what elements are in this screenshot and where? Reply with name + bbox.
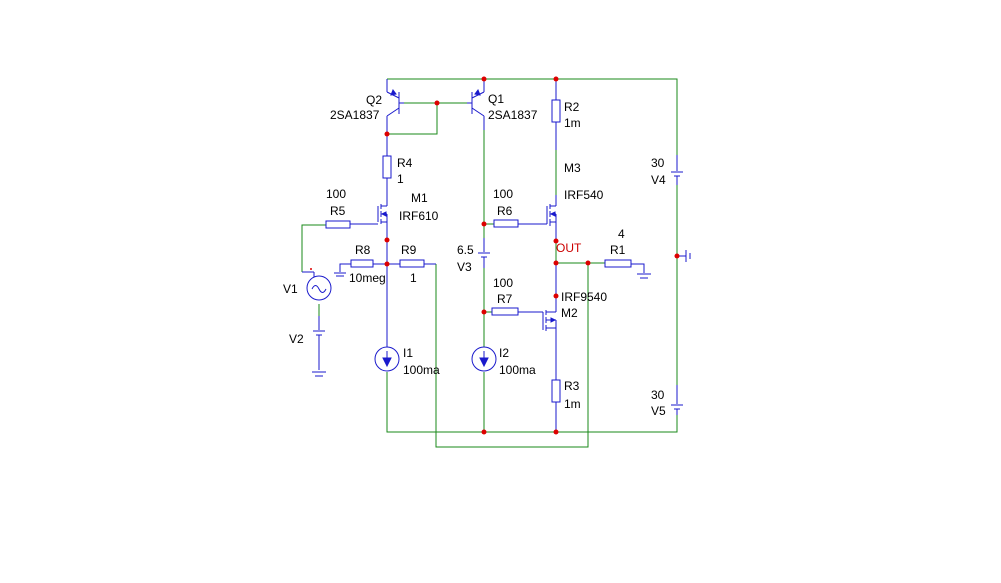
label-r4-ref: R4	[397, 156, 413, 170]
resistor-r9	[386, 240, 436, 347]
resistor-r6	[493, 219, 547, 228]
transistor-q1	[467, 79, 485, 130]
label-v3-ref: V3	[457, 260, 472, 274]
label-r3-ref: R3	[564, 379, 580, 393]
label-i2-ref: I2	[499, 346, 509, 360]
mosfet-m1	[350, 204, 388, 240]
label-v4-ref: V4	[651, 173, 666, 187]
label-m3-model: IRF540	[564, 188, 604, 202]
resistor-r4	[382, 155, 392, 179]
resistor-r1	[604, 259, 651, 279]
resistor-r7	[491, 307, 543, 316]
mosfet-m2	[542, 263, 557, 380]
label-v3-value: 6.5	[457, 243, 474, 257]
label-r2-ref: R2	[564, 100, 580, 114]
label-r7-value: 100	[493, 276, 513, 290]
label-v5-value: 30	[651, 388, 665, 402]
label-r1-value: 4	[618, 227, 625, 241]
source-v2	[312, 316, 326, 377]
net-label-out: OUT	[556, 241, 582, 255]
source-v5	[671, 385, 683, 415]
label-i1-value: 100ma	[403, 363, 440, 377]
label-m3-ref: M3	[564, 161, 581, 175]
label-r9-value: 1	[410, 271, 417, 285]
label-r3-value: 1m	[564, 397, 581, 411]
current-source-i1	[374, 346, 400, 372]
label-v1-ref: V1	[283, 282, 298, 296]
resistor-r5	[325, 220, 351, 229]
source-v3	[478, 238, 490, 268]
label-r7-ref: R7	[497, 292, 513, 306]
label-q2-ref: Q2	[366, 93, 382, 107]
current-source-i2	[471, 346, 497, 372]
label-m2-ref: M2	[561, 306, 578, 320]
label-i2-value: 100ma	[499, 363, 536, 377]
label-r6-ref: R6	[497, 204, 513, 218]
resistor-r2	[551, 79, 561, 150]
label-i1-ref: I1	[403, 346, 413, 360]
label-q2-model: 2SA1837	[330, 108, 380, 122]
label-v5-ref: V5	[651, 404, 666, 418]
label-r1-ref: R1	[610, 243, 626, 257]
source-v1	[302, 268, 332, 301]
label-v2-ref: V2	[289, 332, 304, 346]
label-r5-ref: R5	[330, 204, 346, 218]
label-m2-model: IRF9540	[561, 290, 607, 304]
junction-nodes	[384, 76, 680, 435]
label-q1-model: 2SA1837	[488, 108, 538, 122]
resistor-r3	[551, 379, 561, 432]
label-r9-ref: R9	[401, 243, 417, 257]
label-r8-value: 10meg	[349, 271, 386, 285]
label-r2-value: 1m	[564, 116, 581, 130]
label-r6-value: 100	[493, 187, 513, 201]
mosfet-m3	[546, 195, 557, 241]
label-r8-ref: R8	[355, 243, 371, 257]
label-q1-ref: Q1	[488, 92, 504, 106]
label-r5-value: 100	[326, 187, 346, 201]
source-v4	[671, 155, 683, 185]
label-v4-value: 30	[651, 156, 665, 170]
label-m1-model: IRF610	[399, 209, 439, 223]
label-m1-ref: M1	[411, 191, 428, 205]
transistor-q2	[386, 79, 404, 134]
label-r4-value: 1	[397, 172, 404, 186]
